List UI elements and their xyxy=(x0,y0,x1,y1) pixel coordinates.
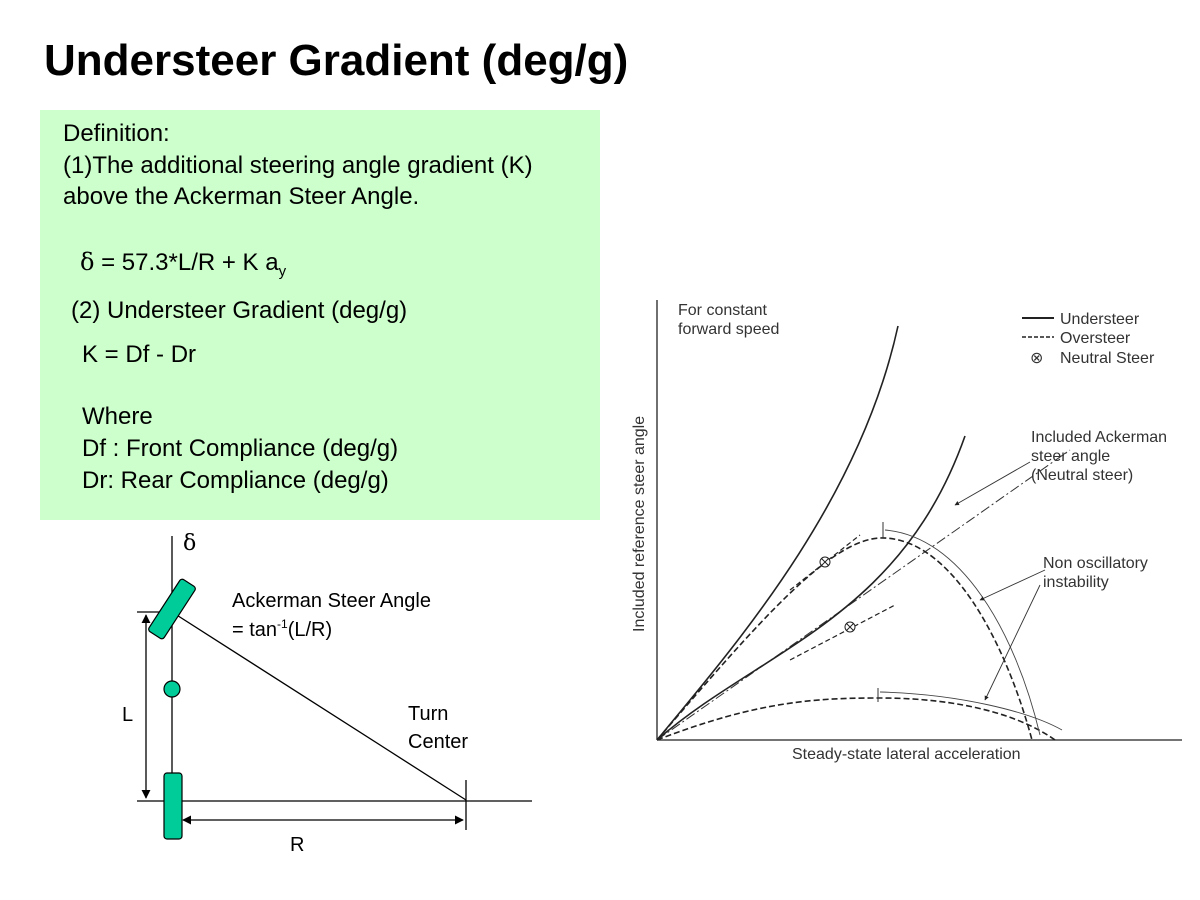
rear-compliance-definition: Dr: Rear Compliance (deg/g) xyxy=(82,467,389,494)
definition-line-1: (1)The additional steering angle gradien… xyxy=(63,152,533,179)
understeer-gradient-item: (2) Understeer Gradient (deg/g) xyxy=(71,297,408,324)
ackerman-neutral-steer-line xyxy=(656,449,1071,741)
understeer-curve-low xyxy=(656,435,966,741)
constant-speed-note-2: forward speed xyxy=(678,321,779,338)
ackerman-formula-pre: = tan xyxy=(232,619,277,641)
ackerman-formula-sup: -1 xyxy=(277,617,288,631)
neutral-approach-low xyxy=(789,604,896,661)
instability-arc-high xyxy=(884,529,1041,736)
legend-neutral-label: Neutral Steer xyxy=(1060,350,1155,367)
steer-angle-delta-label: δ xyxy=(183,531,196,556)
ackerman-annotation-1: Included Ackerman xyxy=(1031,429,1167,446)
where-label: Where xyxy=(82,403,153,430)
bicycle-model: δ Ackerman Steer Angle = tan-1(L/R) L R … xyxy=(122,531,532,856)
page-title: Understeer Gradient (deg/g) xyxy=(44,36,629,85)
delta-formula-subscript: y xyxy=(278,263,287,280)
ackerman-annotation-3: (Neutral steer) xyxy=(1031,467,1133,484)
instability-annotation-2: instability xyxy=(1043,574,1109,591)
oversteer-curve-low xyxy=(656,697,1056,741)
k-formula: K = Df - Dr xyxy=(82,341,197,368)
instability-arc-low xyxy=(879,691,1063,731)
legend-oversteer-label: Oversteer xyxy=(1060,330,1131,347)
plot-legend: Understeer Oversteer ⊗ Neutral Steer xyxy=(1022,311,1155,367)
y-axis-label: Included reference steer angle xyxy=(631,416,648,632)
turn-radius-r-label: R xyxy=(290,834,304,856)
ackerman-leader-line xyxy=(954,461,1031,506)
ackerman-steer-angle-label: Ackerman Steer Angle xyxy=(232,590,431,612)
ackerman-annotation-2: steer angle xyxy=(1031,448,1110,465)
center-of-gravity xyxy=(163,680,181,698)
legend-neutral-icon: ⊗ xyxy=(1030,350,1043,367)
legend-understeer-label: Understeer xyxy=(1060,311,1140,328)
front-wheel-to-turn-center-line xyxy=(171,611,467,801)
wheelbase-l-label: L xyxy=(122,704,133,726)
ackerman-formula: = tan-1(L/R) xyxy=(232,617,332,641)
delta-formula: δ = 57.3*L/R + K ay xyxy=(80,248,286,280)
instability-leader-line-1 xyxy=(979,569,1046,601)
front-wheel xyxy=(148,578,196,640)
neutral-steer-marker-1 xyxy=(819,556,831,568)
front-compliance-definition: Df : Front Compliance (deg/g) xyxy=(82,435,399,462)
understeer-curve-high xyxy=(656,325,899,741)
turn-center-label-2: Center xyxy=(408,731,468,753)
neutral-steer-marker-2 xyxy=(844,621,856,633)
ackerman-formula-post: (L/R) xyxy=(288,619,332,641)
definition-box: Definition: (1)The additional steering a… xyxy=(40,110,600,520)
delta-formula-body: = 57.3*L/R + K a xyxy=(94,249,279,276)
constant-speed-note-1: For constant xyxy=(678,302,767,319)
instability-leader-line-2 xyxy=(984,584,1041,701)
delta-symbol: δ xyxy=(80,248,95,276)
oversteer-curve-high xyxy=(656,537,1033,741)
definition-heading: Definition: xyxy=(63,120,170,147)
turn-center-label-1: Turn xyxy=(408,703,448,725)
instability-annotation-1: Non oscillatory xyxy=(1043,555,1148,572)
x-axis-label: Steady-state lateral acceleration xyxy=(792,746,1021,763)
definition-line-2: above the Ackerman Steer Angle. xyxy=(63,183,420,210)
understeer-plot: For constant forward speed Understeer Ov… xyxy=(631,300,1182,763)
rear-wheel xyxy=(163,772,183,840)
